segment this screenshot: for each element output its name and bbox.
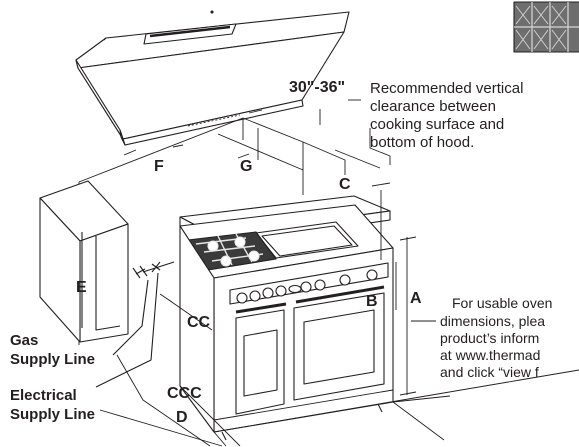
- clearance-value: 30"-36": [289, 79, 346, 96]
- dimension-lines: [99, 99, 579, 447]
- label-cc: CC: [187, 314, 211, 331]
- label-g: G: [240, 158, 253, 175]
- range-hood: [75, 10, 350, 146]
- label-b: B: [366, 293, 378, 310]
- electrical-supply-label-line: Supply Line: [10, 406, 96, 423]
- label-f: F: [154, 158, 164, 175]
- cooktop-thumbnail: [513, 1, 579, 53]
- gas-pipe: [112, 261, 175, 356]
- label-ccc: CCC: [167, 385, 202, 402]
- side-cabinet: [39, 180, 129, 343]
- label-a: A: [410, 290, 422, 307]
- oven-note-line: product’s inform: [440, 330, 540, 346]
- oven-note-line: at www.thermad: [440, 347, 541, 363]
- oven-note-line: For usable oven: [452, 295, 553, 311]
- electrical-line: [95, 261, 161, 388]
- range: [179, 195, 394, 441]
- gas-supply-label-line: Gas: [10, 332, 39, 349]
- gas-supply-label-line: Supply Line: [10, 351, 96, 368]
- clearance-note-line: cooking surface and: [370, 116, 505, 133]
- oven-note-line: and click “view f: [440, 364, 539, 380]
- label-e: E: [76, 279, 87, 296]
- label-c: C: [339, 176, 351, 193]
- clearance-note-line: clearance between: [370, 98, 496, 115]
- clearance-note-line: Recommended vertical: [370, 80, 524, 97]
- electrical-supply-label-line: Electrical: [10, 387, 77, 404]
- oven-note-line: dimensions, plea: [440, 313, 546, 329]
- clearance-note-line: bottom of hood.: [370, 134, 475, 151]
- label-d: D: [176, 409, 188, 426]
